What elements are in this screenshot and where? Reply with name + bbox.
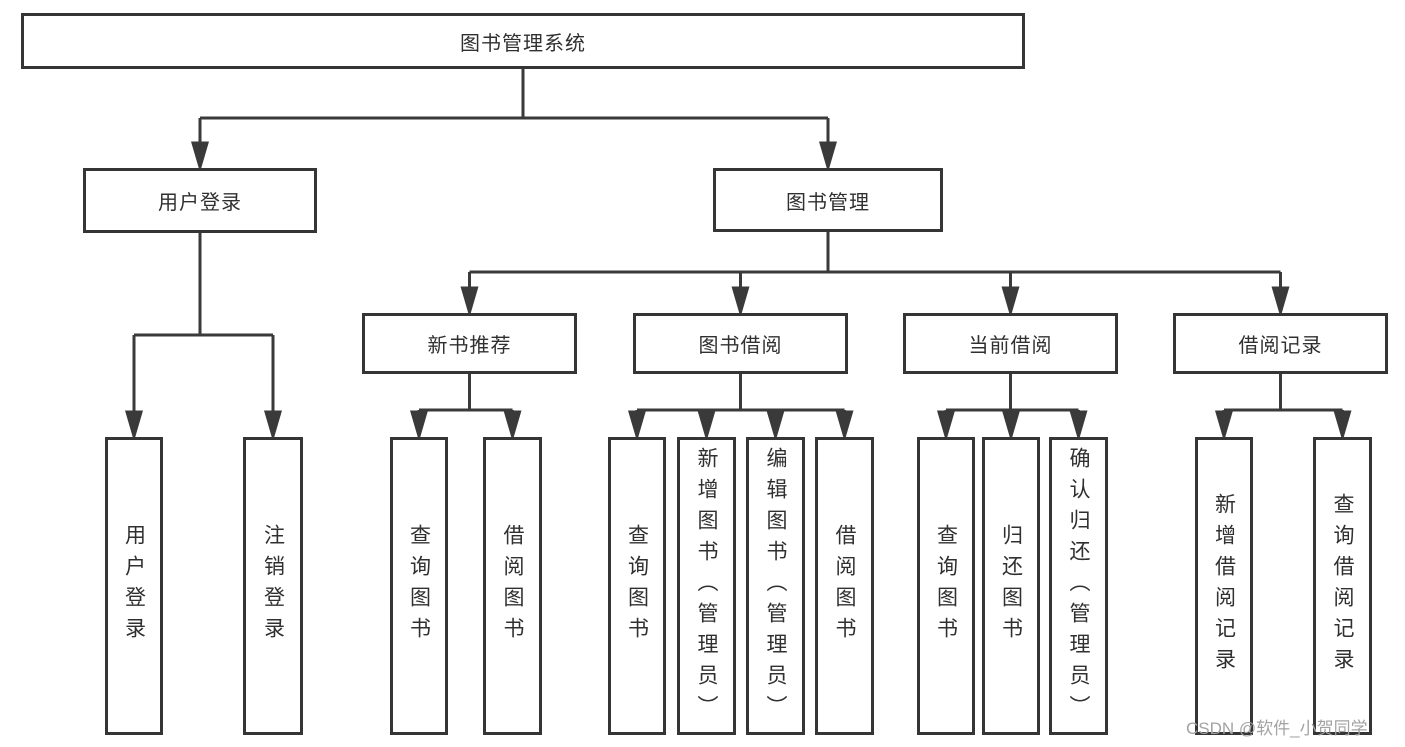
edge-root-to-level2 (191, 69, 837, 173)
leaf-add-book-admin: 新增图书（管理员） (677, 437, 736, 735)
arrowhead (125, 410, 143, 442)
arrowhead (1069, 410, 1088, 442)
arrowhead (1333, 410, 1352, 442)
leaf-user-login-label: 用户登录 (122, 524, 146, 648)
arrowhead (1271, 286, 1290, 318)
leaf-borrow-books-recommend: 借阅图书 (483, 437, 542, 735)
leaf-user-login: 用户登录 (105, 437, 163, 735)
arrowhead (1215, 410, 1233, 442)
leaf-logout: 注销登录 (243, 437, 303, 735)
node-root: 图书管理系统 (21, 13, 1025, 69)
arrowhead (819, 141, 837, 173)
node-user-login-label: 用户登录 (158, 192, 242, 214)
edge-user-login-to-leaves (125, 233, 282, 442)
arrowhead (835, 410, 854, 442)
arrowhead (264, 410, 282, 442)
arrowhead (937, 410, 955, 442)
node-new-book-recommend: 新书推荐 (362, 313, 577, 374)
leaf-return-books: 归还图书 (982, 437, 1040, 735)
leaf-query-books-borrow-label: 查询图书 (625, 524, 649, 648)
node-borrow-records: 借阅记录 (1173, 313, 1388, 374)
arrowhead (503, 410, 522, 442)
leaf-query-books-borrow: 查询图书 (608, 437, 666, 735)
node-current-borrow: 当前借阅 (903, 313, 1118, 374)
node-book-borrow: 图书借阅 (633, 313, 848, 374)
node-current-borrow-label: 当前借阅 (968, 335, 1053, 357)
edge-new-book-recommend-to-leaves (410, 374, 522, 442)
node-borrow-records-label: 借阅记录 (1238, 335, 1323, 357)
leaf-query-books-current: 查询图书 (917, 437, 975, 735)
leaf-borrow-books-label: 借阅图书 (833, 524, 856, 648)
leaf-query-borrow-record-label: 查询借阅记录 (1331, 493, 1354, 679)
node-book-management-label: 图书管理 (786, 191, 870, 214)
edge-book-management-to-level3 (460, 232, 1290, 318)
leaf-query-books-recommend: 查询图书 (390, 437, 448, 735)
leaf-logout-label: 注销登录 (261, 524, 285, 648)
leaf-borrow-books: 借阅图书 (815, 437, 874, 735)
arrowhead (1001, 286, 1020, 318)
leaf-add-borrow-record-label: 新增借阅记录 (1212, 493, 1236, 679)
node-root-label: 图书管理系统 (460, 32, 586, 55)
csdn-watermark: CSDN @软件_小贺同学 (1186, 719, 1368, 738)
arrowhead (191, 141, 209, 173)
leaf-edit-book-admin: 编辑图书（管理员） (746, 437, 805, 735)
node-user-login: 用户登录 (83, 168, 317, 233)
arrowhead (460, 286, 479, 318)
leaf-return-books-label: 归还图书 (999, 524, 1023, 648)
arrowhead (628, 410, 646, 442)
arrowhead (697, 410, 716, 442)
leaf-add-borrow-record: 新增借阅记录 (1195, 437, 1253, 735)
arrowhead (410, 410, 428, 442)
arrowhead (766, 410, 785, 442)
leaf-add-book-admin-label: 新增图书（管理员） (695, 446, 718, 726)
edge-current-borrow-to-leaves (937, 374, 1088, 442)
leaf-borrow-books-recommend-label: 借阅图书 (501, 524, 524, 648)
edge-borrow-records-to-leaves (1215, 374, 1352, 442)
leaf-query-borrow-record: 查询借阅记录 (1313, 437, 1372, 735)
leaf-confirm-return-admin-label: 确认归还（管理员） (1067, 446, 1090, 726)
leaf-query-books-recommend-label: 查询图书 (407, 524, 431, 648)
edge-book-borrow-to-leaves (628, 374, 854, 442)
arrowhead (1002, 410, 1020, 442)
node-book-management: 图书管理 (713, 168, 943, 232)
leaf-confirm-return-admin: 确认归还（管理员） (1049, 437, 1108, 735)
node-book-borrow-label: 图书借阅 (698, 335, 783, 357)
node-new-book-recommend-label: 新书推荐 (427, 335, 512, 357)
arrowhead (731, 286, 750, 318)
leaf-edit-book-admin-label: 编辑图书（管理员） (764, 446, 787, 726)
leaf-query-books-current-label: 查询图书 (934, 524, 958, 648)
